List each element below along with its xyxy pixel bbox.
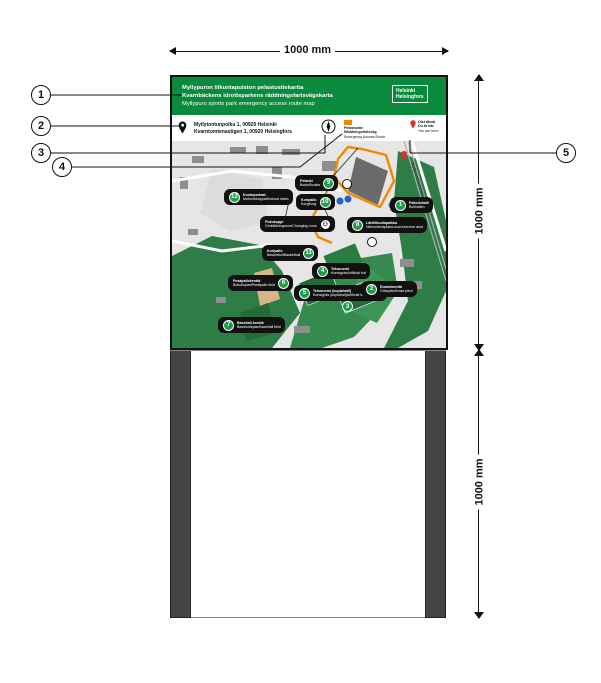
sign-header: Myllypuron liikuntapuiston pelastustieka… (172, 77, 446, 115)
callout-4: 4 (52, 157, 72, 177)
legend-here-en: You are here (418, 128, 439, 133)
callout-2: 2 (31, 116, 51, 136)
map-symbol-circle-a (342, 179, 352, 189)
address-swedish: Kvarntomtenastigen 1, 00920 Helsingfors (194, 128, 293, 135)
title-swedish: Kvarnbäckens idrottsparkens räddningsfar… (182, 93, 333, 99)
map-badge-12: 12 (229, 191, 240, 203)
post-frame-top (170, 350, 446, 351)
arrow-left-icon (169, 47, 176, 55)
address-lines: Myllytontunpolku 1, 00920 Helsinki Kvarn… (194, 122, 292, 135)
map-badge-2: 2 (366, 283, 377, 295)
map-badge-10: 10 (319, 196, 331, 208)
arrow-up-icon (473, 74, 484, 81)
post-height-dimension: 1000 mm (470, 349, 486, 619)
logo-line-2: Helsingfors (396, 94, 424, 100)
width-dimension: 1000 mm (169, 44, 449, 60)
map-badge-6: 6 (277, 277, 289, 289)
callout-3: 3 (31, 143, 51, 163)
legend-route-en: Emergency Access Route (344, 134, 386, 139)
map-badge-11: 11 (303, 247, 315, 259)
legend-route-sv: Räddningsfartsväg (344, 130, 377, 135)
legend-route-swatch (344, 120, 352, 125)
arrow-down-icon (473, 612, 484, 619)
map-symbol-circle-b (367, 237, 377, 247)
arrow-right-icon (442, 47, 449, 55)
map-badge-3: 3 (342, 301, 353, 312)
arrow-up-icon (473, 349, 484, 356)
map-badge-8: 8 (352, 219, 363, 231)
callout-5: 5 (556, 143, 576, 163)
helsinki-logo: Helsinki Helsingfors (392, 85, 428, 103)
title-finnish: Myllypuron liikuntapuiston pelastustieka… (182, 85, 304, 91)
map-badge-9: 9 (323, 177, 335, 189)
legend-route-text: Pelastustie Räddningsfartsväg Emergency … (344, 126, 385, 139)
changing-room-icon: ⚇ (319, 218, 331, 230)
sign-height-dimension: 1000 mm (470, 74, 486, 351)
address-finnish: Myllytontunpolku 1, 00920 Helsinki (194, 122, 277, 128)
map-badge-5: 5 (299, 287, 310, 299)
callout-1: 1 (31, 85, 51, 105)
compass-icon (321, 119, 336, 134)
legend-here-fi: Olet tässä (418, 120, 436, 124)
legend-route-fi: Pelastustie (344, 126, 363, 130)
post-frame-bottom (191, 617, 425, 618)
title-english: Myllypuro sports park emergency access r… (182, 101, 315, 107)
width-dimension-label: 1000 mm (280, 44, 336, 56)
header-titles: Myllypuron liikuntapuiston pelastustieka… (182, 84, 333, 108)
arrow-down-icon (473, 344, 484, 351)
map-badge-7: 7 (223, 319, 234, 331)
map-badge-1: 1 (395, 199, 406, 211)
map-badge-4: 4 (317, 265, 328, 277)
legend-here-text: Olet tässä Du är här You are here (418, 120, 438, 133)
legend-here-sv: Du är här (418, 124, 434, 129)
you-are-here-pin-icon (410, 120, 416, 129)
logo-line-1: Helsinki (396, 88, 416, 94)
sign-board: Myllypuron liikuntapuiston pelastustieka… (170, 75, 448, 350)
